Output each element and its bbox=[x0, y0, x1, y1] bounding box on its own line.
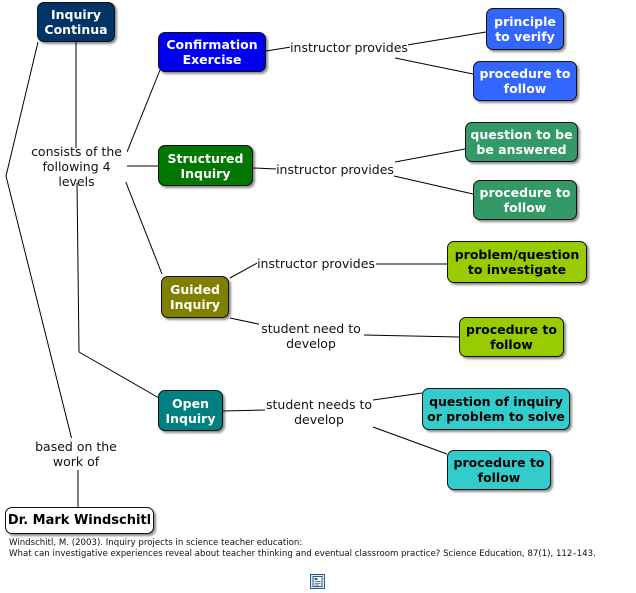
concept-structured-inquiry[interactable]: Structured Inquiry bbox=[158, 145, 253, 186]
concept-procedure-to-follow-3[interactable]: procedure to follow bbox=[459, 317, 564, 357]
cmap-document-icon[interactable] bbox=[310, 574, 325, 589]
concept-inquiry-continua[interactable]: Inquiry Continua bbox=[37, 2, 115, 42]
link-instructor-provides-3: instructor provides bbox=[257, 255, 375, 272]
link-student-need-to-develop: student need to develop bbox=[259, 320, 363, 351]
link-based-on: based on the work of bbox=[33, 438, 119, 469]
concept-question-to-be-answered[interactable]: question to be be answered bbox=[465, 122, 578, 162]
concept-procedure-to-follow-2[interactable]: procedure to follow bbox=[473, 180, 577, 220]
concept-guided-inquiry[interactable]: Guided Inquiry bbox=[161, 276, 229, 318]
concept-question-of-inquiry[interactable]: question of inquiry or problem to solve bbox=[422, 388, 570, 430]
link-instructor-provides-1: instructor provides bbox=[290, 39, 408, 56]
concept-principle-to-verify[interactable]: principle to verify bbox=[486, 8, 564, 50]
link-instructor-provides-2: instructor provides bbox=[276, 161, 394, 178]
link-consists-of: consists of the following 4 levels bbox=[26, 144, 127, 189]
concept-problem-question[interactable]: problem/question to investigate bbox=[447, 241, 587, 283]
citation-text: Windschitl, M. (2003). Inquiry projects … bbox=[9, 538, 633, 560]
concept-confirmation-exercise[interactable]: Confirmation Exercise bbox=[158, 32, 266, 72]
concept-open-inquiry[interactable]: Open Inquiry bbox=[158, 390, 223, 431]
link-student-needs-to-develop: student needs to develop bbox=[265, 396, 373, 427]
citation-line-2: What can investigative experiences revea… bbox=[9, 549, 596, 559]
concept-dr-mark-windschitl[interactable]: Dr. Mark Windschitl bbox=[5, 507, 154, 534]
concept-procedure-to-follow-1[interactable]: procedure to follow bbox=[473, 61, 577, 101]
citation-line-1: Windschitl, M. (2003). Inquiry projects … bbox=[9, 538, 303, 548]
concept-procedure-to-follow-4[interactable]: procedure to follow bbox=[447, 450, 551, 490]
